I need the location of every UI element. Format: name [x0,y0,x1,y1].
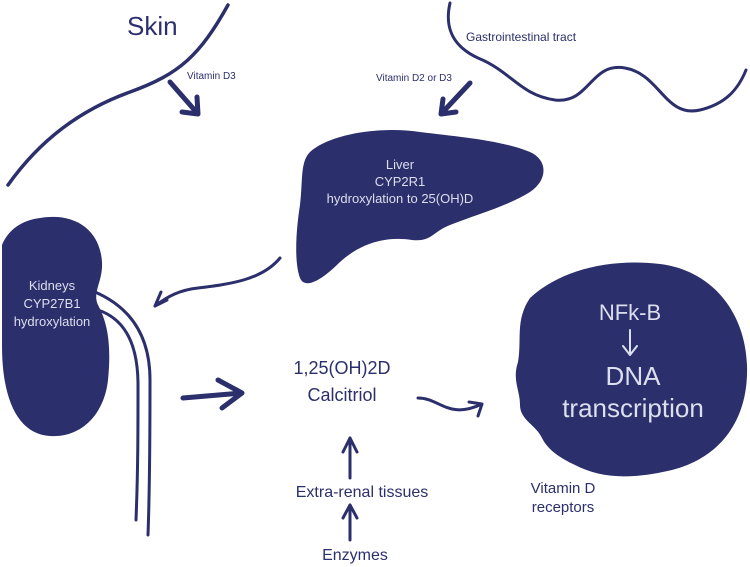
enzymes-to-extra-renal-arrow [341,503,359,542]
calcitriol-name: Calcitriol [307,385,376,405]
receptors-label-line1: Vitamin D [531,480,596,497]
calcitriol-formula: 1,25(OH)2D [293,358,390,378]
enzymes-label: Enzymes [322,547,388,564]
dna-label: DNA [606,361,662,391]
kidney-label-enzyme: CYP27B1 [23,296,80,311]
kidney-label-name: Kidneys [29,278,76,293]
transcription-label: transcription [562,393,704,423]
skin-title: Skin [127,11,178,41]
skin-line [6,3,230,187]
nfkb-label: NFk-B [599,300,661,325]
kidney-label-process: hydroxylation [14,314,91,329]
extra-renal-tissues-label: Extra-renal tissues [296,484,429,501]
skin-arrow-label: Vitamin D3 [187,71,236,82]
extra-renal-to-calcitriol-arrow [341,436,359,480]
gi-tract-line [446,1,748,113]
kidney-to-calcitriol-arrow [180,377,245,411]
cell-shape [515,262,748,477]
liver-shape [296,130,544,284]
ureter-line [93,290,152,537]
gi-tract-title: Gastrointestinal tract [466,30,577,44]
nfkb-to-dna-arrow [622,329,638,356]
liver-label-process: hydroxylation to 25(OH)D [327,191,474,206]
liver-to-kidney-arrow [153,256,282,308]
liver-label-enzyme: CYP2R1 [375,174,426,189]
receptors-label-line2: receptors [532,499,595,516]
liver-label-name: Liver [386,157,415,172]
ureter-line-inner [96,308,140,522]
calcitriol-to-cell-arrow [416,396,484,418]
skin-arrow [167,79,201,117]
gi-arrow-label: Vitamin D2 or D3 [376,73,452,84]
kidney-shape [2,216,110,437]
gi-arrow [438,80,473,117]
